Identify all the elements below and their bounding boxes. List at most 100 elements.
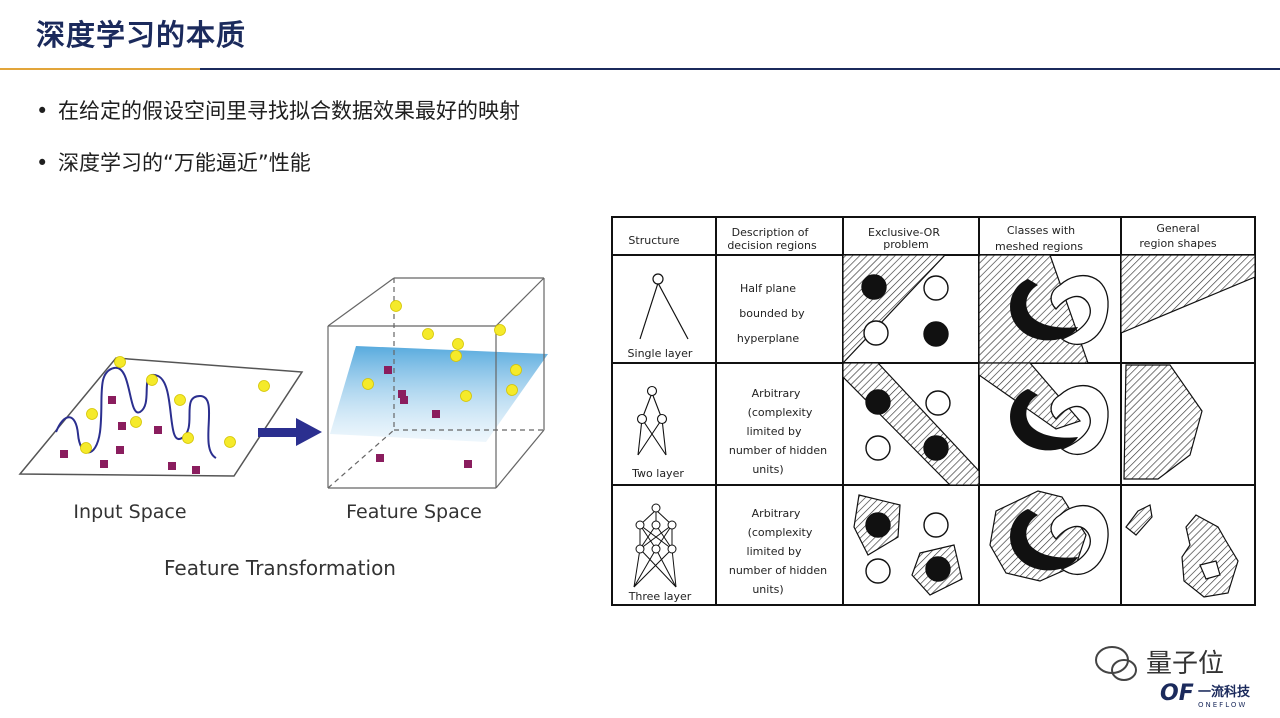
description-line: bounded by	[739, 307, 805, 320]
crescent-solid	[1010, 279, 1078, 341]
feature-transformation-caption: Feature Transformation	[164, 556, 396, 580]
data-point-yellow	[146, 374, 158, 386]
title-rule	[200, 68, 1280, 70]
input-space-plane	[18, 357, 304, 477]
header-xor-line2: problem	[883, 238, 929, 251]
description-line: number of hidden	[729, 444, 827, 457]
data-point-purple	[100, 460, 108, 468]
header-meshed-line2: meshed regions	[995, 240, 1083, 253]
input-space-label: Input Space	[73, 501, 186, 523]
credits-watermark: 量子位 OF 一流科技 ONEFLOW	[1095, 646, 1251, 709]
xor-points	[861, 274, 951, 584]
bullet-item: • 深度学习的“万能逼近”性能	[36, 150, 520, 177]
crescent-outline	[1050, 385, 1109, 455]
data-point-purple	[168, 462, 176, 470]
description-line: (complexity	[748, 526, 813, 539]
data-point-purple	[116, 446, 124, 454]
row-single-layer: Single layer Half plane bounded by hyper…	[628, 273, 805, 360]
table-header: Structure Description of decision region…	[628, 222, 1216, 253]
cube-edge	[327, 277, 395, 327]
data-point-purple	[398, 390, 406, 398]
structure-label: Single layer	[628, 347, 693, 360]
page-title: 深度学习的本质	[36, 18, 247, 52]
header-xor-line1: Exclusive-OR	[868, 226, 940, 239]
description-line: units)	[752, 583, 783, 596]
structure-label: Three layer	[628, 590, 692, 603]
description-line: Arbitrary	[752, 507, 801, 520]
data-point-purple	[192, 466, 200, 474]
data-point-purple	[118, 422, 126, 430]
description-line: hyperplane	[737, 332, 800, 345]
data-point-purple	[60, 450, 68, 458]
brand-logo-mark: OF	[1160, 681, 1194, 706]
data-point-yellow	[114, 356, 126, 368]
data-point-yellow	[80, 442, 92, 454]
data-point-yellow	[258, 380, 270, 392]
description-line: (complexity	[748, 406, 813, 419]
row-two-layer: Two layer Arbitrary (complexity limited …	[631, 385, 827, 480]
crescent-outline	[1050, 275, 1109, 345]
bullet-text: 深度学习的“万能逼近”性能	[58, 151, 311, 175]
bullet-item: • 在给定的假设空间里寻找拟合数据效果最好的映射	[36, 98, 520, 125]
description-line: units)	[752, 463, 783, 476]
data-point-yellow	[452, 338, 464, 350]
data-point-yellow	[130, 416, 142, 428]
bullet-dot-icon: •	[36, 151, 49, 175]
brand-name-en: ONEFLOW	[1198, 701, 1247, 709]
header-meshed-line1: Classes with	[1007, 224, 1075, 237]
data-point-purple	[464, 460, 472, 468]
description-line: Arbitrary	[752, 387, 801, 400]
header-general-line1: General	[1156, 222, 1199, 235]
brand-name-cn: 一流科技	[1198, 684, 1251, 700]
description-line: number of hidden	[729, 564, 827, 577]
structure-label: Two layer	[631, 467, 684, 480]
data-point-yellow	[422, 328, 434, 340]
data-point-yellow	[224, 436, 236, 448]
header-structure: Structure	[628, 234, 679, 247]
description-line: limited by	[747, 425, 802, 438]
transform-arrow-icon	[258, 418, 322, 446]
data-point-yellow	[174, 394, 186, 406]
data-points	[60, 300, 522, 474]
description-line: Half plane	[740, 282, 796, 295]
general-single-layer	[1121, 255, 1255, 334]
crescent-solid	[1010, 389, 1078, 451]
data-point-yellow	[450, 350, 462, 362]
bullet-text: 在给定的假设空间里寻找拟合数据效果最好的映射	[58, 99, 520, 123]
two-layer-network-icon	[636, 385, 668, 456]
data-point-purple	[400, 396, 408, 404]
data-point-yellow	[86, 408, 98, 420]
data-point-purple	[384, 366, 392, 374]
header-description-line1: Description of	[732, 226, 810, 239]
data-point-yellow	[182, 432, 194, 444]
crescent-outline	[1050, 505, 1109, 575]
cube-edge	[495, 277, 545, 327]
feature-space-label: Feature Space	[346, 501, 482, 523]
wechat-account-name: 量子位	[1146, 649, 1224, 679]
data-point-yellow	[506, 384, 518, 396]
crescent-solid	[1010, 509, 1078, 571]
data-point-yellow	[494, 324, 506, 336]
data-point-yellow	[460, 390, 472, 402]
feature-transformation-diagram: Input Space Feature Space Feature Transf…	[18, 277, 548, 580]
bullet-list: • 在给定的假设空间里寻找拟合数据效果最好的映射 • 深度学习的“万能逼近”性能	[36, 98, 520, 202]
header-description-line2: decision regions	[727, 239, 817, 252]
cube-hidden-edge	[327, 429, 395, 489]
bullet-dot-icon: •	[36, 99, 49, 123]
crescent-shapes	[1010, 275, 1109, 575]
description-line: limited by	[747, 545, 802, 558]
data-point-purple	[154, 426, 162, 434]
three-layer-network-icon	[633, 503, 677, 588]
data-point-purple	[432, 410, 440, 418]
decision-region-table: Structure Description of decision region…	[611, 216, 1256, 606]
wechat-icon	[1095, 646, 1137, 681]
general-two-layer	[1123, 364, 1203, 480]
data-point-yellow	[362, 378, 374, 390]
single-layer-network-icon	[639, 273, 689, 340]
data-point-purple	[108, 396, 116, 404]
header-general-line2: region shapes	[1139, 237, 1216, 250]
general-three-layer	[1125, 504, 1239, 598]
row-three-layer: Three layer Arbitrary (complexity limite…	[628, 503, 827, 603]
data-point-yellow	[390, 300, 402, 312]
title-rule-accent	[0, 68, 200, 70]
